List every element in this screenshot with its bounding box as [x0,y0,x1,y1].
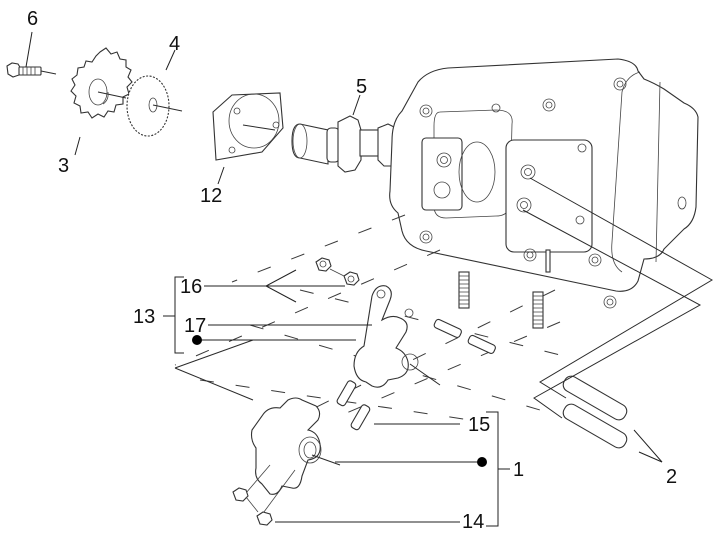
leader-lines [25,31,663,527]
callout-labels: 6 4 3 12 5 13 16 17 15 1 14 2 [27,8,677,533]
part-16-nuts[interactable] [315,257,360,286]
callout-16[interactable]: 16 [180,276,202,298]
part-1-rocker-assembly[interactable] [250,397,341,495]
kit-marker-dot-1 [477,457,487,467]
part-3-sprocket[interactable] [70,47,133,119]
callout-4[interactable]: 4 [169,33,180,55]
callout-2[interactable]: 2 [666,466,677,488]
part-15-screws-lower[interactable] [239,380,371,521]
callout-15[interactable]: 15 [468,414,490,436]
head-studs [458,249,551,329]
callout-6[interactable]: 6 [27,8,38,30]
part-14-lock-nuts[interactable] [232,487,273,526]
part-15-screws-upper[interactable] [433,318,496,355]
callout-1[interactable]: 1 [513,459,524,481]
part-12-retaining-plate[interactable] [212,92,284,161]
cylinder-head[interactable] [389,58,699,329]
head-bolt-holes [419,77,687,309]
kit-marker-dot-13 [192,335,202,345]
part-2-pins[interactable] [522,177,714,450]
callout-12[interactable]: 12 [200,185,222,207]
callout-17[interactable]: 17 [184,315,206,337]
callout-3[interactable]: 3 [58,155,69,177]
part-17-rocker-arm[interactable] [353,285,441,388]
callout-14[interactable]: 14 [462,511,484,533]
part-6-bolt[interactable] [6,62,57,78]
callout-5[interactable]: 5 [356,76,367,98]
part-4-chain-wheel[interactable] [126,75,183,137]
callout-13[interactable]: 13 [133,306,155,328]
